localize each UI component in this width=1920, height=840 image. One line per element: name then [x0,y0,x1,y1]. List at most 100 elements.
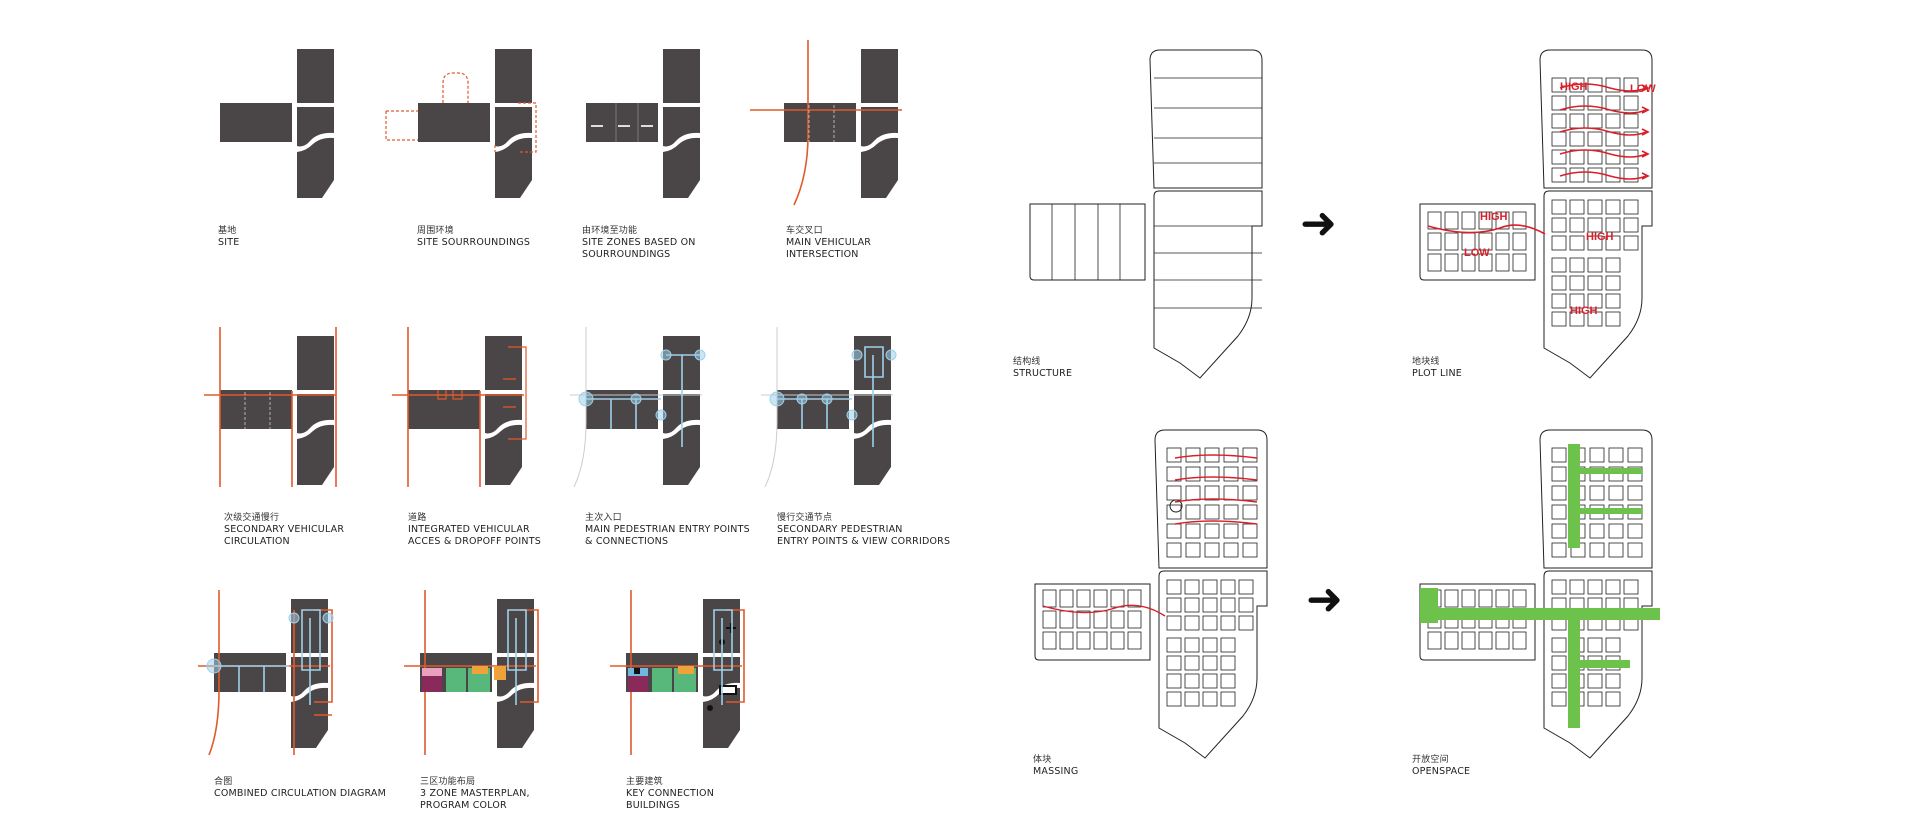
plot-cell [1605,149,1621,165]
plot-cell [1110,610,1125,629]
plot-cell [1551,673,1567,689]
plot-height-label: HIGH [1560,81,1588,93]
plot-cell [1551,199,1567,215]
plot-cell [1605,113,1621,129]
plot-cell [1623,167,1639,183]
plot-cell [1587,235,1603,251]
site-block-middle [495,107,532,147]
plot-cell [1184,673,1200,689]
plot-cell [1623,235,1639,251]
plot-cell [1059,610,1074,629]
site-block-north [297,336,334,390]
plot-cell [1220,655,1236,671]
plot-cell [1569,275,1585,291]
plot-cell [1238,597,1254,613]
diagram-site [220,49,334,198]
plot-cell [1042,610,1057,629]
pedestrian-path-line [586,354,700,447]
site-block-south [861,137,898,198]
plot-cell [1608,523,1624,539]
plot-cell [1587,311,1603,327]
pedestrian-path-line [214,609,321,705]
site-block-middle [663,107,700,147]
height-gradient-arrow [1641,84,1650,92]
plot-cell [1166,485,1182,501]
height-gradient-arrow [1559,171,1647,180]
plot-cell [1551,466,1567,482]
plot-cell [1110,589,1125,608]
plot-cell [1184,655,1200,671]
plot-cell [1166,597,1182,613]
height-gradient-arrow [1174,498,1258,503]
plot-cell [1605,691,1621,707]
plot-cell [1242,523,1258,539]
plot-height-label: LOW [1464,247,1490,259]
height-gradient-arrow [1559,149,1647,158]
plot-cell [1551,655,1567,671]
plot-cell [1569,217,1585,233]
plot-cell [1589,523,1605,539]
openspace-green-area [1568,620,1630,728]
plan-block-west [1029,203,1146,281]
site-block-west [777,390,849,429]
plot-cell [1627,447,1643,463]
plot-cell [1242,485,1258,501]
plot-cell [1605,311,1621,327]
plot-cell [1551,311,1567,327]
program-zone-green [446,668,466,692]
plot-cell [1587,673,1603,689]
plot-cell [1589,485,1605,501]
plot-cell [1444,211,1459,230]
plot-cell [1551,217,1567,233]
plot-cell [1512,631,1527,650]
site-block-south [297,137,334,198]
plot-cell [1127,610,1142,629]
plot-cell [1587,579,1603,595]
plot-cell [1444,631,1459,650]
arrow-right-icon: ➜ [1300,198,1337,249]
plot-cell [1623,77,1639,93]
plot-cell [1223,523,1239,539]
key-building-marker [634,668,640,674]
plot-cell [1587,637,1603,653]
plot-cell [1551,485,1567,501]
plot-cell [1605,673,1621,689]
plot-cell [1185,542,1201,558]
site-block-south [485,424,522,485]
pedestrian-node [578,391,594,407]
plot-cell [1608,485,1624,501]
plot-cell [1512,589,1527,608]
plot-cell [1587,199,1603,215]
plot-cell [1185,523,1201,539]
plot-cell [1110,631,1125,650]
plot-cell [1184,615,1200,631]
plot-cell [1461,589,1476,608]
pedestrian-path-line [713,609,733,705]
plan-openspace [1419,429,1660,759]
plot-cell [1444,232,1459,251]
plot-cell [1166,691,1182,707]
plot-cell [1587,293,1603,309]
vehicular-road-dashed [494,102,537,153]
plot-cell [1427,211,1442,230]
plot-cell [1238,615,1254,631]
plot-cell [1059,631,1074,650]
plot-cell [1223,504,1239,520]
pedestrian-path-line [777,346,884,447]
plot-cell [1220,673,1236,689]
height-gradient-arrow [1559,127,1647,136]
arrow-right-icon: ➜ [1306,574,1343,625]
pedestrian-node [206,658,222,674]
plot-cell [1551,523,1567,539]
zone-label-mark [618,125,630,127]
vehicular-road-dashed [385,110,418,141]
site-block-west [586,390,658,429]
plot-cell [1242,542,1258,558]
plot-cell [1202,691,1218,707]
plot-cell [1569,293,1585,309]
plot-cell [1587,217,1603,233]
plot-cell [1461,211,1476,230]
